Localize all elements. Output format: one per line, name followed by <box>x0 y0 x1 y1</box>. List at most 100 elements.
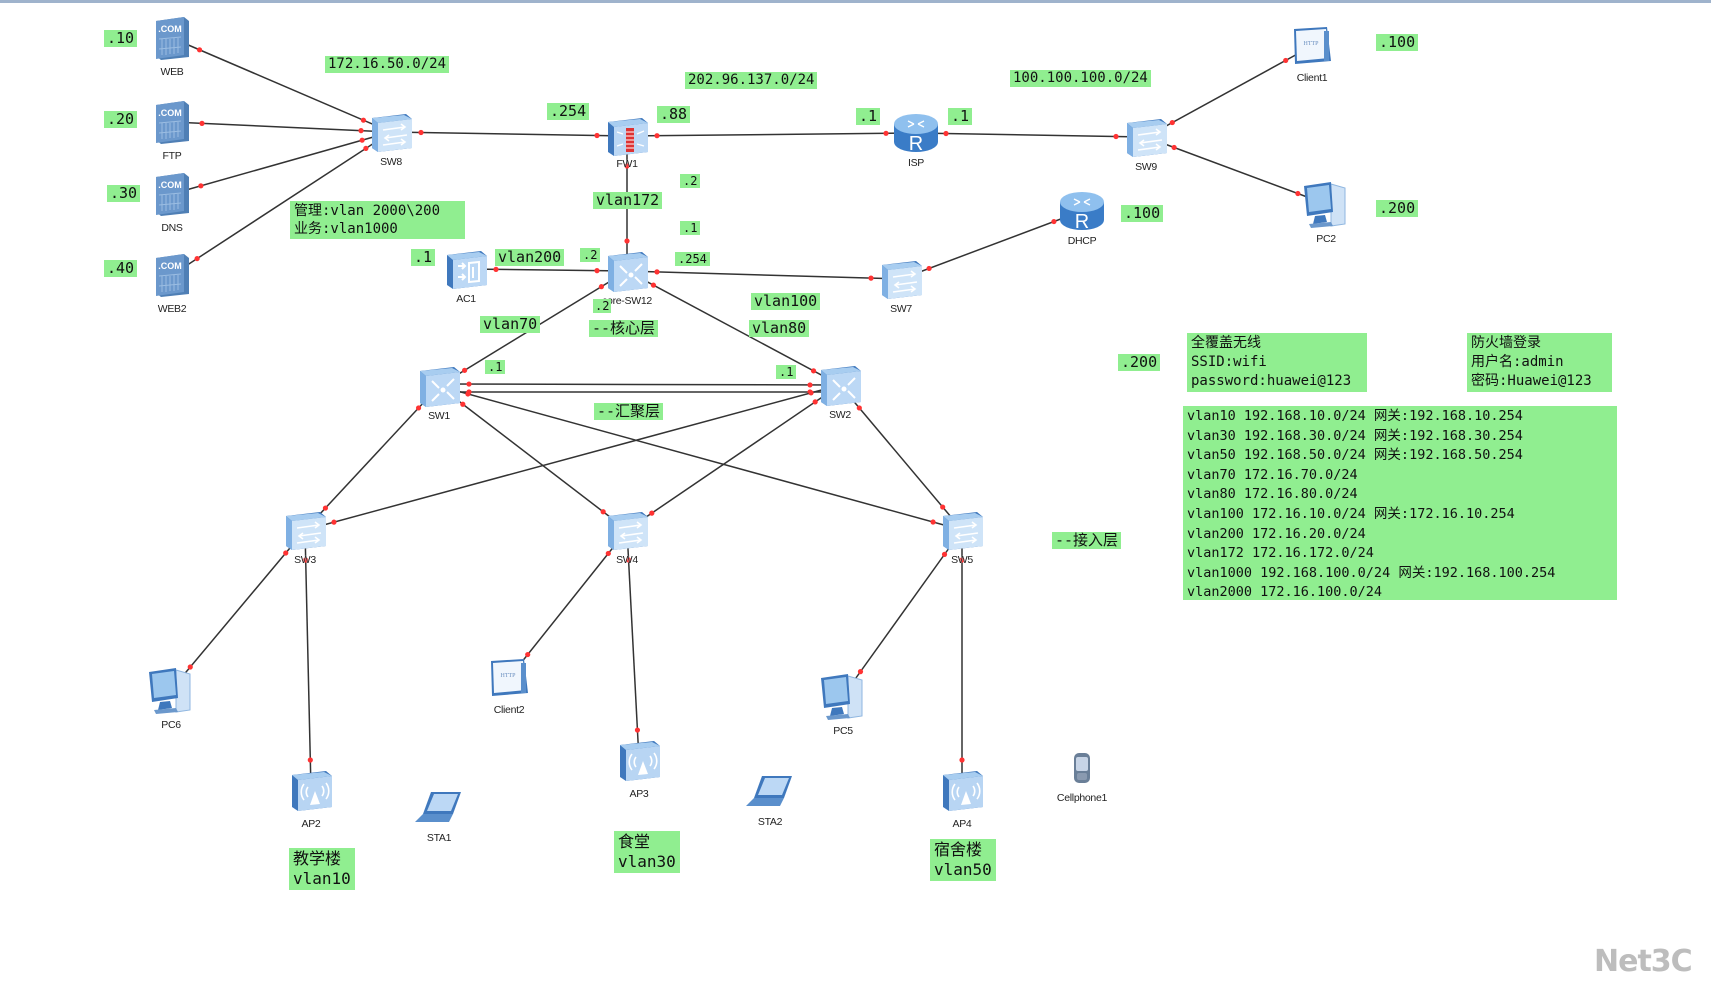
ac-vlan-note: 管理:vlan 2000\200 业务:vlan1000 <box>290 201 465 239</box>
link-sw3-ap2[interactable] <box>304 529 312 791</box>
device-label: STA2 <box>757 816 783 828</box>
web2-ip-tag: .40 <box>104 259 138 278</box>
server-icon: .COM <box>156 254 189 297</box>
svg-text:HTTP: HTTP <box>501 673 517 679</box>
link-sw8-fw1[interactable] <box>390 131 628 137</box>
ac-icon <box>447 251 487 289</box>
client-icon: HTTP <box>1294 27 1331 64</box>
port-indicator <box>810 368 817 374</box>
ac-ip-tag: .1 <box>411 248 436 267</box>
pc2-ip-tag: .200 <box>1376 199 1419 218</box>
link-sw1-sw2[interactable] <box>438 383 841 386</box>
server-icon: .COM <box>156 173 189 216</box>
port-indicator <box>625 557 632 563</box>
dhcp-ip-tag: .100 <box>1121 204 1164 223</box>
dormitory-vlan: vlan50 <box>934 860 992 879</box>
device-label: WEB <box>160 66 184 78</box>
dns-ip-tag: .30 <box>107 184 141 203</box>
fw-down-ip-tag: .2 <box>680 174 701 189</box>
svg-text:R: R <box>909 133 923 154</box>
core-layer-tag: --核心层 <box>589 319 659 338</box>
port-indicator <box>634 727 641 733</box>
port-indicator <box>418 129 424 136</box>
vlan200-tag: vlan200 <box>495 248 565 267</box>
teaching-building-vlan: vlan10 <box>293 869 351 888</box>
ap-icon <box>943 771 983 811</box>
device-label: AP3 <box>629 788 649 800</box>
link-sw1-sw5[interactable] <box>438 385 963 531</box>
link-isp-sw9[interactable] <box>915 132 1147 138</box>
link-web-sw8[interactable] <box>171 37 392 133</box>
port-indicator <box>883 130 889 136</box>
device-label: core-SW12 <box>602 295 652 307</box>
link-dns-sw8[interactable] <box>171 131 392 195</box>
device-label: AC1 <box>456 293 476 305</box>
l3switch-icon <box>420 367 460 407</box>
vlan-row: vlan10 192.168.10.0/24 网关:192.168.10.254 <box>1187 408 1523 424</box>
port-indicator <box>812 399 818 405</box>
laptop-icon <box>415 792 461 822</box>
link-fw1-isp[interactable] <box>626 132 917 137</box>
switch-icon <box>943 512 983 550</box>
link-sw3-pc6[interactable] <box>170 529 306 691</box>
wan-network-tag: 202.96.137.0/24 <box>685 72 818 89</box>
vlan70-tag: vlan70 <box>480 315 541 334</box>
port-indicator <box>624 238 630 244</box>
net3c-watermark: Net3C <box>1594 944 1693 979</box>
firewall-icon <box>608 118 648 156</box>
port-indicator <box>654 133 660 139</box>
sw2-ip-tag: .1 <box>776 365 797 380</box>
port-indicator <box>940 504 946 510</box>
link-coresw12-sw2[interactable] <box>626 270 841 386</box>
link-sw2-sw4[interactable] <box>626 384 841 531</box>
device-label: SW4 <box>616 554 638 566</box>
port-indicator <box>654 269 660 275</box>
ap-icon <box>620 741 660 781</box>
port-indicator <box>598 284 605 290</box>
link-coresw12-sw7[interactable] <box>626 270 902 280</box>
port-indicator <box>525 651 531 658</box>
switch-icon <box>372 114 412 152</box>
link-sw2-sw3[interactable] <box>304 384 841 531</box>
switch-icon <box>286 512 326 550</box>
link-web2-sw8[interactable] <box>171 131 392 276</box>
vlan-row: vlan100 172.16.10.0/24 网关:172.16.10.254 <box>1187 505 1515 522</box>
device-label: SW2 <box>829 409 851 421</box>
ap-icon <box>292 771 332 811</box>
link-ftp-sw8[interactable] <box>171 121 392 133</box>
port-indicator <box>594 132 600 139</box>
link-sw1-sw4[interactable] <box>438 385 628 531</box>
firewall-login-box: 防火墙登录 用户名:admin 密码:Huawei@123 <box>1467 333 1612 392</box>
distribution-layer-tag: --汇聚层 <box>594 402 664 421</box>
sw1-ip-tag: .1 <box>485 360 506 375</box>
port-indicator <box>194 255 200 262</box>
device-label: SW5 <box>951 554 973 566</box>
device-label: WEB2 <box>157 303 187 315</box>
isp-right-ip-tag: .1 <box>948 107 973 126</box>
link-sw1-sw3[interactable] <box>304 385 440 531</box>
vlan-row: vlan172 172.16.172.0/24 <box>1187 545 1374 562</box>
server-icon: .COM <box>156 101 189 144</box>
switch-icon <box>608 512 648 550</box>
link-sw5-pc5[interactable] <box>842 529 963 697</box>
client1-ip-tag: .100 <box>1376 33 1419 52</box>
firewall-password: 密码:Huawei@123 <box>1471 373 1592 389</box>
device-label: Client2 <box>493 704 525 716</box>
device-label: Client1 <box>1296 72 1328 84</box>
link-sw4-ap3[interactable] <box>626 529 640 761</box>
isp-left-ip-tag: .1 <box>856 107 881 126</box>
port-indicator <box>196 47 203 53</box>
teaching-building-tag: 教学楼 vlan10 <box>289 848 355 890</box>
svg-text:HTTP: HTTP <box>1304 41 1320 47</box>
link-ac1-coresw12[interactable] <box>465 268 628 272</box>
dormitory-tag: 宿舍楼 vlan50 <box>930 839 996 881</box>
router-icon: R <box>894 114 938 154</box>
l3switch-icon <box>608 252 648 292</box>
port-indicator <box>493 266 499 272</box>
device-label: STA1 <box>426 832 452 844</box>
port-indicator <box>303 557 309 563</box>
port-indicator <box>465 391 471 397</box>
mgmt-vlan-line: 管理:vlan 2000\200 <box>294 203 441 219</box>
switch-icon <box>1127 119 1167 157</box>
